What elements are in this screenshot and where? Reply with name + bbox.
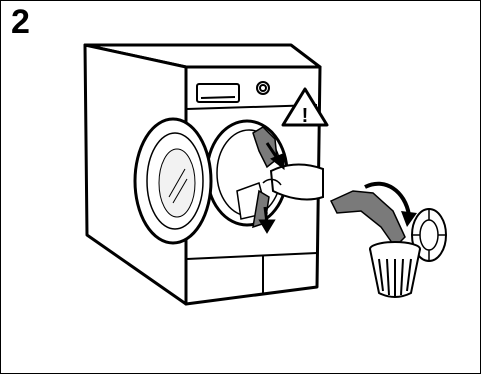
hand-removing-lint [252,126,324,229]
step-number: 2 [11,3,30,41]
trash-bin-icon [369,241,421,298]
hand [269,163,324,201]
warning-symbol: ! [302,105,309,127]
curved-arrow-icon [364,181,417,227]
arrow-icon [258,142,285,234]
kick-panel [186,252,318,295]
warning-triangle-icon: ! [281,87,329,127]
filter-disc [411,208,447,262]
open-door [133,117,213,245]
lint-clump [329,190,406,249]
detergent-drawer [196,83,240,103]
